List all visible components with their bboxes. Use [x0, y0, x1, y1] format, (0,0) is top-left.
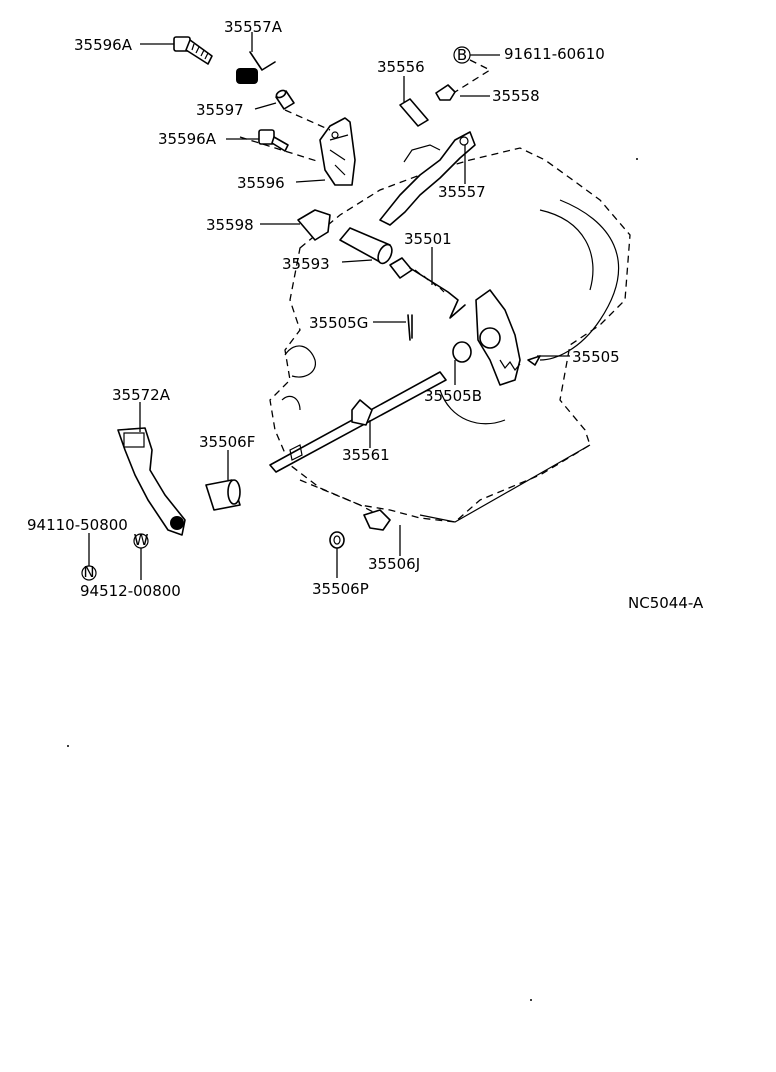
- label-35505G: 35505G: [309, 314, 368, 332]
- sector-35505: [475, 289, 541, 386]
- label-35596A-top: 35596A: [74, 36, 133, 54]
- lever-35557: [379, 131, 476, 226]
- bushing-35506F: [205, 479, 241, 511]
- roller-35593: [339, 227, 393, 265]
- label-35505B: 35505B: [424, 387, 482, 405]
- label-35593: 35593: [282, 255, 330, 273]
- bolt-35596A-mid: [258, 129, 289, 152]
- diagram-code: NC5044-A: [628, 594, 704, 612]
- label-35506J: 35506J: [368, 555, 420, 573]
- pin-35556: [399, 98, 429, 127]
- wedge-35598: [297, 209, 331, 241]
- label-94512-00800: 94512-00800: [80, 582, 181, 600]
- transmission-housing: [269, 147, 631, 523]
- scan-dot: [67, 745, 69, 747]
- spring-35557A: [236, 51, 276, 84]
- label-35506P: 35506P: [312, 580, 369, 598]
- label-35557: 35557: [438, 183, 486, 201]
- b-mark-letter: B: [457, 46, 467, 64]
- lever-35572A: [117, 427, 186, 536]
- bolt-35596A-top: [173, 36, 213, 65]
- rod-35501: [389, 257, 466, 319]
- clip-35558: [435, 84, 456, 101]
- scan-dot: [530, 999, 532, 1001]
- pin-35597: [275, 89, 295, 110]
- label-35572A: 35572A: [112, 386, 171, 404]
- label-35598: 35598: [206, 216, 254, 234]
- pin-35505B: [452, 341, 472, 363]
- label-35506F: 35506F: [199, 433, 255, 451]
- bracket-35596: [319, 117, 356, 186]
- label-35558: 35558: [492, 87, 540, 105]
- label-35556: 35556: [377, 58, 425, 76]
- label-35596: 35596: [237, 174, 285, 192]
- w-mark-letter: W: [134, 531, 149, 549]
- n-mark-letter: N: [83, 563, 94, 581]
- pin-35505G: [407, 314, 413, 341]
- label-35557A: 35557A: [224, 18, 283, 36]
- shaft-35561: [269, 371, 447, 521]
- label-35501: 35501: [404, 230, 452, 248]
- label-35596A-mid: 35596A: [158, 130, 217, 148]
- label-35597: 35597: [196, 101, 244, 119]
- label-35505: 35505: [572, 348, 620, 366]
- label-35561: 35561: [342, 446, 390, 464]
- leader-lines: [88, 32, 570, 580]
- label-94110-50800: 94110-50800: [27, 516, 128, 534]
- washer-35506P: [329, 531, 345, 549]
- scan-dot: [636, 158, 638, 160]
- seal-35506J: [363, 509, 391, 531]
- label-91611-60610: 91611-60610: [504, 45, 605, 63]
